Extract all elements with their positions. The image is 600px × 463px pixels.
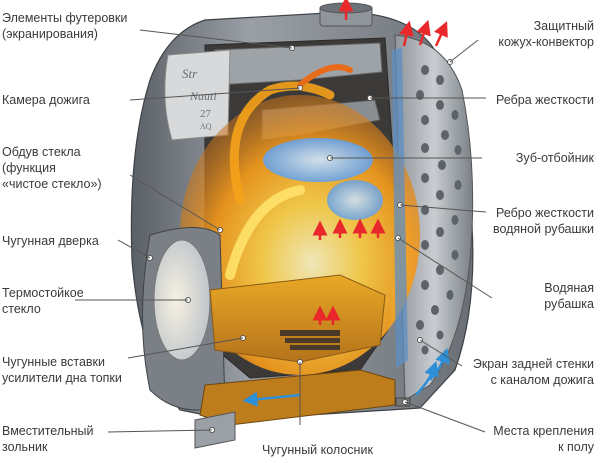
- afterburn-arrow: [297, 64, 353, 88]
- label-deflector-tooth: Зуб-отбойник: [515, 151, 594, 165]
- hot-air-arrows: [312, 0, 448, 325]
- badge-line1: Str: [182, 66, 198, 81]
- convector-perforations: [416, 65, 462, 355]
- cold-air-arrows: [242, 347, 450, 407]
- label-afterburn-chamber: Камера дожига: [2, 93, 90, 107]
- label-stiffening-ribs: Ребра жесткости: [496, 93, 594, 107]
- label-cast-iron-grate: Чугунный колосник: [262, 443, 373, 457]
- label-glass-airwash: Обдув стекла(функция«чистое стекло»): [2, 145, 102, 191]
- cast-iron-grate: [280, 330, 340, 350]
- water-jacket-rib: [327, 180, 383, 220]
- flame-flow-arrow-2: [225, 185, 305, 280]
- badge-line3: 27: [200, 108, 212, 120]
- leader-lines: [75, 29, 493, 433]
- badge-line2: Nauti: [189, 89, 217, 103]
- firebox-floor-inserts: [209, 274, 386, 363]
- label-lining-elements: Элементы футеровки(экранирования): [2, 11, 128, 41]
- deflector-tooth: [263, 138, 373, 182]
- ash-pan: [199, 369, 396, 426]
- badge-line4: AQ: [200, 122, 212, 131]
- label-cast-iron-door: Чугунная дверка: [2, 234, 99, 248]
- flame-flow-arrow-1: [229, 81, 335, 205]
